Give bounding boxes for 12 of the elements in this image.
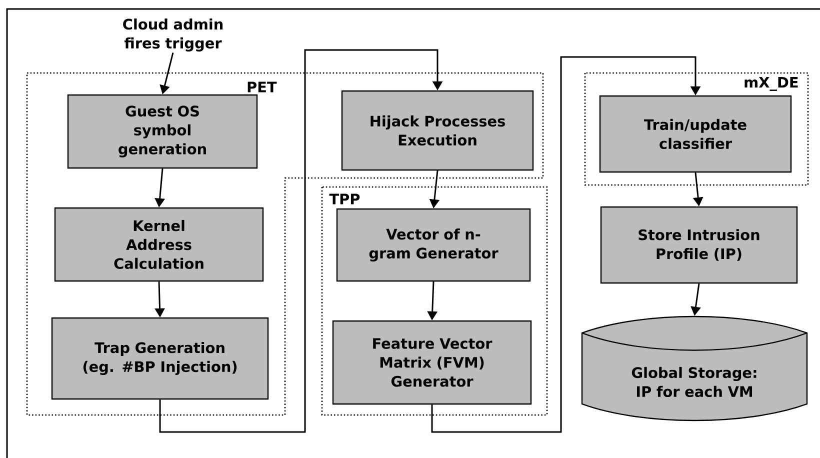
process-box: Guest OS symbol generation bbox=[67, 94, 258, 169]
process-box: Vector of n-gram Generator bbox=[336, 208, 531, 282]
process-box: Hijack Processes Execution bbox=[341, 90, 534, 171]
process-box: Train/update classifier bbox=[599, 95, 792, 173]
storage-cylinder: Global Storage: IP for each VM bbox=[581, 316, 808, 422]
process-box: Trap Generation (eg. #BP Injection) bbox=[51, 317, 269, 400]
process-box: Feature Vector Matrix (FVM) Generator bbox=[332, 320, 532, 405]
process-box: Store Intrusion Profile (IP) bbox=[600, 206, 798, 284]
process-box: Kernel Address Calculation bbox=[54, 207, 264, 282]
arrow bbox=[159, 49, 443, 433]
arrow bbox=[431, 56, 701, 433]
trigger-text: Cloud admin fires trigger bbox=[123, 18, 223, 52]
